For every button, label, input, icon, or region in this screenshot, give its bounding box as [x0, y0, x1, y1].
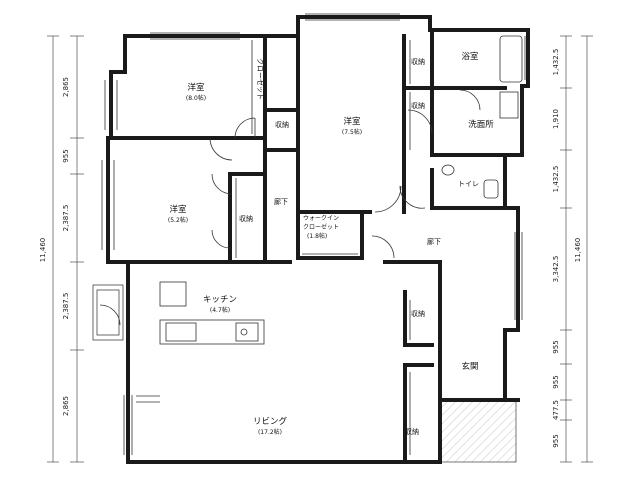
- dim-left-4: 2,387.5: [62, 293, 70, 320]
- dim-right-3: 1,432.5: [552, 166, 560, 193]
- walkin-closet-line1: ウォークイン: [303, 214, 339, 222]
- room-area-western-a: (8.0帖): [186, 94, 206, 102]
- closet-shelves: [235, 40, 411, 455]
- storage-label-6: 収納: [405, 427, 419, 436]
- dim-right-8: 955: [552, 434, 560, 447]
- room-name-western-b: 洋室: [343, 116, 361, 127]
- room-name-washroom: 洗面所: [468, 119, 494, 130]
- storage-label-3: 収納: [411, 101, 425, 110]
- room-name-living: リビング: [253, 416, 288, 427]
- dim-left-2: 955: [62, 149, 70, 162]
- dim-right-7: 477.5: [552, 400, 560, 420]
- fixtures: [441, 35, 523, 199]
- dim-left-1: 2,865: [62, 77, 70, 97]
- storage-label-2: 収納: [411, 57, 425, 66]
- room-area-kitchen: (4.7帖): [210, 306, 230, 314]
- hallway-label-2: 廊下: [427, 237, 441, 246]
- entrance-floor: [439, 399, 517, 463]
- storage-label-5: 収納: [411, 309, 425, 318]
- windows: [101, 13, 526, 455]
- dim-right-total: 11,460: [574, 238, 582, 263]
- room-name-western-a: 洋室: [187, 82, 205, 93]
- room-area-western-c: (5.2帖): [168, 216, 188, 224]
- walls: [106, 15, 530, 464]
- dim-right-4: 3,342.5: [552, 256, 560, 283]
- dim-right-6: 955: [552, 375, 560, 388]
- closet-label-top: クローゼット: [256, 58, 265, 100]
- kitchen-counter: [159, 281, 265, 345]
- dim-right-1: 1,432.5: [552, 49, 560, 76]
- room-area-living: (17.2帖): [258, 428, 282, 436]
- storage-label-1: 収納: [275, 120, 289, 129]
- dim-left-5: 2,865: [62, 396, 70, 416]
- dim-right-2: 1,910: [552, 109, 560, 129]
- room-name-entrance: 玄関: [461, 361, 478, 372]
- room-name-western-c: 洋室: [169, 204, 187, 215]
- dim-left-3: 2,387.5: [62, 205, 70, 232]
- walkin-closet-line3: (1.8帖): [307, 232, 327, 240]
- dim-right-5: 955: [552, 340, 560, 353]
- dimension-lines: [47, 35, 593, 463]
- door-swings: [99, 89, 481, 326]
- room-name-toilet: トイレ: [458, 180, 479, 188]
- dim-left-total: 11,460: [39, 238, 47, 263]
- room-name-bath: 浴室: [461, 51, 479, 62]
- room-area-western-b: (7.5帖): [342, 128, 362, 136]
- storage-label-4: 収納: [239, 214, 253, 223]
- left-step: [92, 284, 124, 341]
- hallway-label-1: 廊下: [274, 197, 288, 206]
- walkin-closet-line2: クローゼット: [303, 223, 339, 231]
- room-name-kitchen: キッチン: [203, 295, 237, 305]
